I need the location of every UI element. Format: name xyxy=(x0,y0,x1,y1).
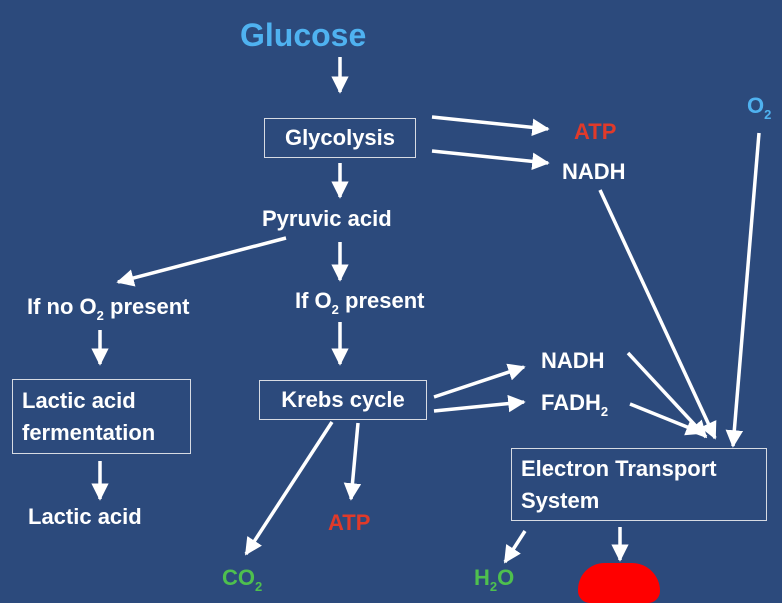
lactic-acid-label: Lactic acid xyxy=(28,504,142,529)
h2o-label: H2O xyxy=(474,565,515,594)
arrow-krebs-nadh xyxy=(433,363,526,399)
fadh2-label: FADH2 xyxy=(541,390,609,419)
pyruvic-acid-label: Pyruvic acid xyxy=(262,206,392,231)
nadh-label-top: NADH xyxy=(562,159,626,184)
arrow-fadh-ets xyxy=(629,402,704,436)
arrow-pyruvic-no-o2 xyxy=(116,236,287,287)
arrow-glycolysis-atp xyxy=(431,115,550,137)
electron-transport-box: Electron Transport System xyxy=(511,448,767,521)
atp-label-top: ATP xyxy=(574,119,617,144)
arrow-krebs-co2 xyxy=(244,421,334,556)
arrow-krebs-atp xyxy=(343,422,362,501)
krebs-cycle-label: Krebs cycle xyxy=(281,387,405,412)
arrow-krebs-fadh xyxy=(433,394,526,413)
oxygen-present-label: If O2 present xyxy=(295,288,425,317)
lactic-fermentation-line2: fermentation xyxy=(22,420,156,445)
atp-label-bottom: ATP xyxy=(328,510,371,535)
glucose-label: Glucose xyxy=(240,17,367,53)
o2-label: O2 xyxy=(747,93,772,122)
arrow-ets-h2o xyxy=(503,530,527,564)
arrow-o2-ets xyxy=(725,132,761,448)
arrow-nadh-top-ets xyxy=(598,189,717,440)
electron-transport-line1: Electron Transport xyxy=(521,456,717,481)
no-oxygen-label: If no O2 present xyxy=(27,294,190,323)
krebs-cycle-box: Krebs cycle xyxy=(259,380,427,420)
lactic-fermentation-line1: Lactic acid xyxy=(22,388,136,413)
lactic-fermentation-box: Lactic acid fermentation xyxy=(12,379,191,454)
glycolysis-box: Glycolysis xyxy=(264,118,416,158)
co2-label: CO2 xyxy=(222,565,263,594)
redaction-mark xyxy=(578,563,660,603)
glycolysis-label: Glycolysis xyxy=(284,125,396,150)
arrow-glycolysis-nadh xyxy=(431,149,550,171)
nadh-label-mid: NADH xyxy=(541,348,605,373)
electron-transport-line2: System xyxy=(521,488,600,513)
